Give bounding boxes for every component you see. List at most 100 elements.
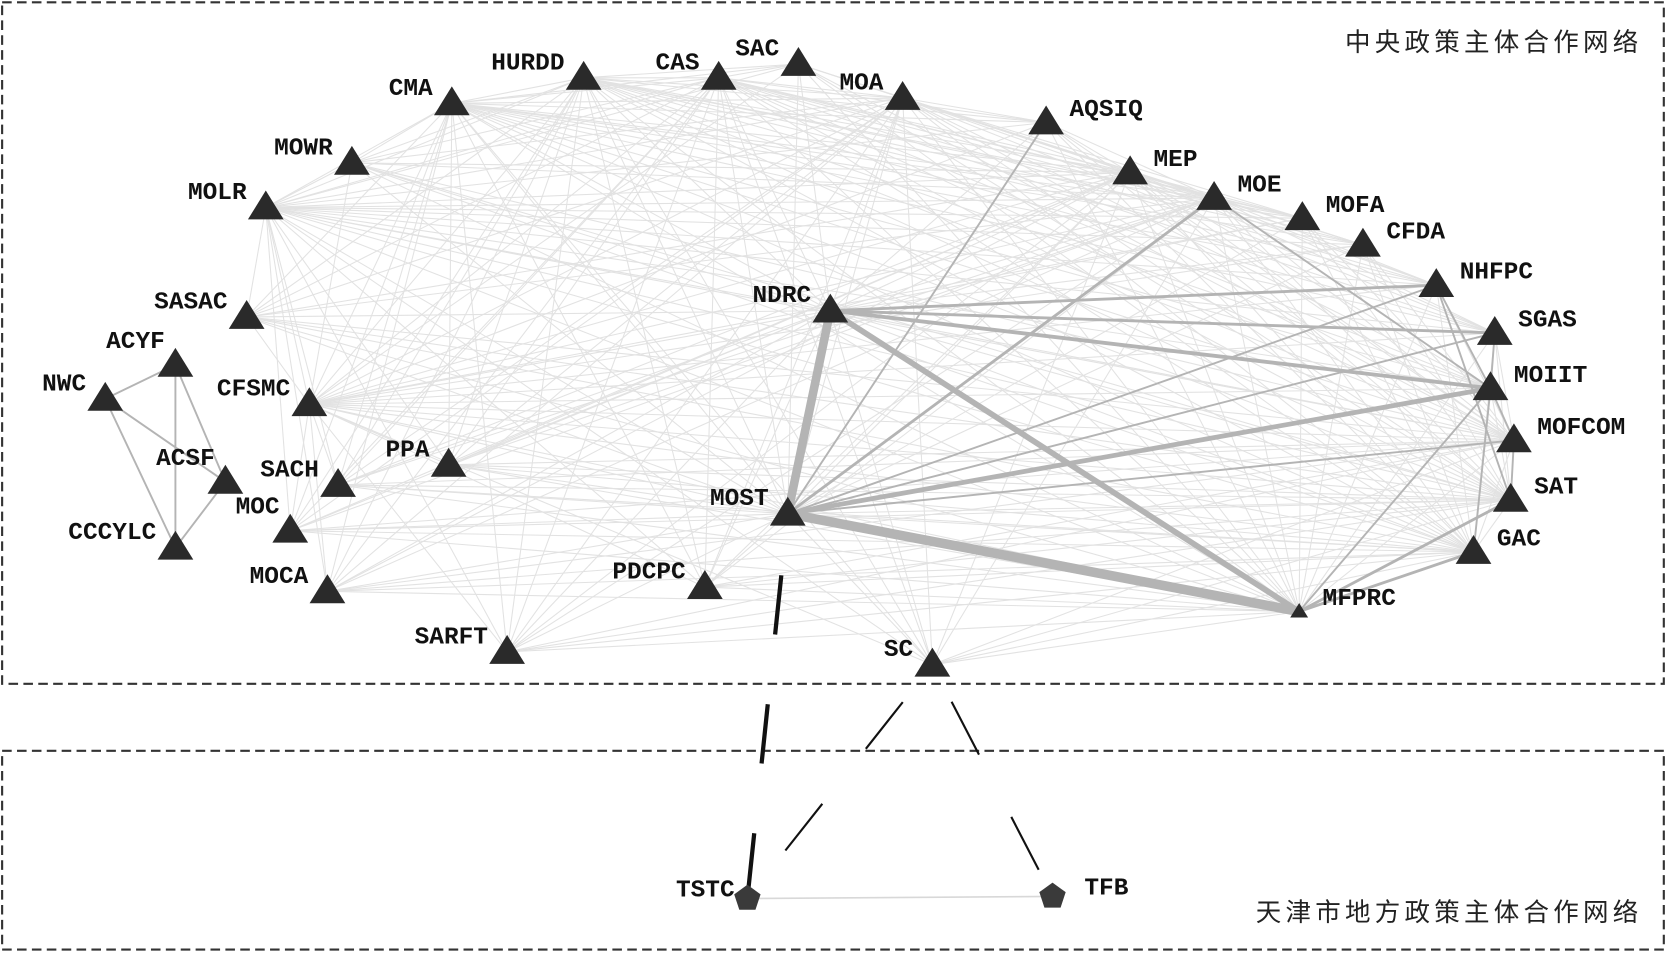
weak-edge	[448, 464, 788, 515]
weak-edge	[246, 316, 788, 515]
node-molr[interactable]	[247, 190, 284, 220]
weak-edge	[902, 97, 1474, 553]
node-most[interactable]	[769, 496, 806, 526]
edge-mfprc-gac	[1297, 550, 1475, 613]
weak-edge	[1298, 439, 1515, 612]
weak-edge	[448, 439, 1514, 466]
node-acsf[interactable]	[207, 464, 244, 494]
node-aqsiq[interactable]	[1028, 105, 1064, 135]
node-cfda[interactable]	[1345, 227, 1381, 257]
weak-edge	[351, 162, 831, 312]
weak-edge	[309, 403, 1511, 501]
weak-edge	[718, 77, 1303, 219]
weak-edge	[265, 206, 1495, 334]
node-mowr[interactable]	[334, 145, 370, 175]
weak-edge	[265, 207, 789, 515]
weak-edge	[289, 97, 903, 532]
weak-edge	[787, 513, 933, 666]
weak-edge	[798, 63, 1474, 553]
node-nwc[interactable]	[87, 381, 124, 411]
node-label-ndrc: NDRC	[753, 283, 812, 310]
node-mfprc[interactable]	[1290, 603, 1309, 618]
weak-edge	[583, 77, 933, 665]
node-label-mofcom: MOFCOM	[1537, 415, 1625, 442]
node-moca[interactable]	[309, 574, 346, 604]
weak-edge	[246, 316, 310, 405]
weak-edge	[448, 310, 831, 466]
node-moiit[interactable]	[1472, 371, 1509, 401]
weak-edge	[289, 404, 310, 531]
node-moe[interactable]	[1196, 180, 1232, 210]
edge-ndrc-mfprc	[827, 307, 1303, 615]
node-moc[interactable]	[272, 513, 309, 543]
node-cma[interactable]	[433, 86, 470, 116]
node-sgas[interactable]	[1476, 315, 1513, 345]
weak-edge	[1489, 388, 1512, 500]
node-ndrc[interactable]	[812, 293, 849, 323]
weak-edge	[327, 590, 1300, 613]
edge-ndrc-nhfpc	[828, 283, 1438, 313]
weak-edge	[308, 162, 353, 405]
weak-edge	[507, 499, 1511, 653]
node-label-sac: SAC	[735, 36, 779, 63]
node-label-acyf: ACYF	[106, 329, 165, 356]
node-acyf[interactable]	[157, 347, 194, 377]
weak-edge	[718, 77, 903, 99]
node-tfb[interactable]	[1039, 882, 1066, 908]
node-label-cfda: CFDA	[1386, 219, 1445, 246]
node-sach[interactable]	[320, 467, 356, 497]
edge-nwc-cccylc	[104, 397, 177, 549]
weak-edge	[309, 403, 706, 588]
node-cfsmc[interactable]	[291, 387, 328, 417]
node-mofcom[interactable]	[1496, 423, 1532, 453]
weak-edge	[1129, 171, 1437, 286]
weak-edge	[932, 499, 1511, 666]
node-mep[interactable]	[1112, 155, 1148, 185]
node-label-nwc: NWC	[42, 371, 86, 398]
weak-edge	[932, 551, 1474, 666]
weak-edge	[451, 102, 1364, 246]
weak-edge	[351, 162, 1511, 501]
weak-edge	[327, 77, 720, 592]
edge-mfprc-sat	[1297, 498, 1513, 613]
weak-edge	[787, 172, 1131, 515]
node-cccylc[interactable]	[157, 530, 194, 560]
weak-edge	[451, 103, 706, 588]
cross-edge-most-tstc	[746, 575, 784, 888]
node-hurdd[interactable]	[565, 60, 602, 90]
node-pdcpc[interactable]	[686, 570, 723, 599]
node-label-molr: MOLR	[188, 180, 247, 207]
node-label-aqsiq: AQSIQ	[1070, 97, 1143, 124]
node-nhfpc[interactable]	[1418, 268, 1455, 298]
weak-edge	[246, 207, 267, 318]
node-tstc[interactable]	[734, 884, 761, 910]
weak-edge	[451, 102, 1047, 124]
node-sc[interactable]	[914, 647, 951, 677]
weak-edge	[932, 610, 1300, 666]
weak-edge	[1362, 244, 1475, 553]
node-sac[interactable]	[780, 46, 817, 76]
weak-edge	[265, 207, 1300, 613]
node-sasac[interactable]	[228, 300, 265, 329]
weak-edge	[448, 103, 453, 465]
node-gac[interactable]	[1455, 534, 1492, 564]
weak-edge	[451, 102, 1215, 199]
weak-edge	[351, 162, 1515, 441]
node-label-cccylc: CCCYLC	[68, 520, 156, 547]
weak-edge	[506, 77, 585, 652]
node-moa[interactable]	[884, 81, 921, 110]
node-sat[interactable]	[1492, 482, 1529, 512]
node-sarft[interactable]	[489, 634, 525, 664]
node-cas[interactable]	[700, 60, 737, 90]
node-label-hurdd: HURDD	[491, 50, 564, 77]
weak-edge	[451, 102, 1495, 334]
node-label-moc: MOC	[236, 495, 280, 522]
weak-edge	[1298, 244, 1364, 612]
node-mofa[interactable]	[1284, 201, 1321, 231]
local-network-frame	[1, 749, 1665, 951]
node-label-sasac: SASAC	[154, 290, 227, 317]
weak-edge	[265, 207, 291, 531]
node-ppa[interactable]	[430, 447, 467, 477]
weak-edge	[265, 207, 450, 466]
